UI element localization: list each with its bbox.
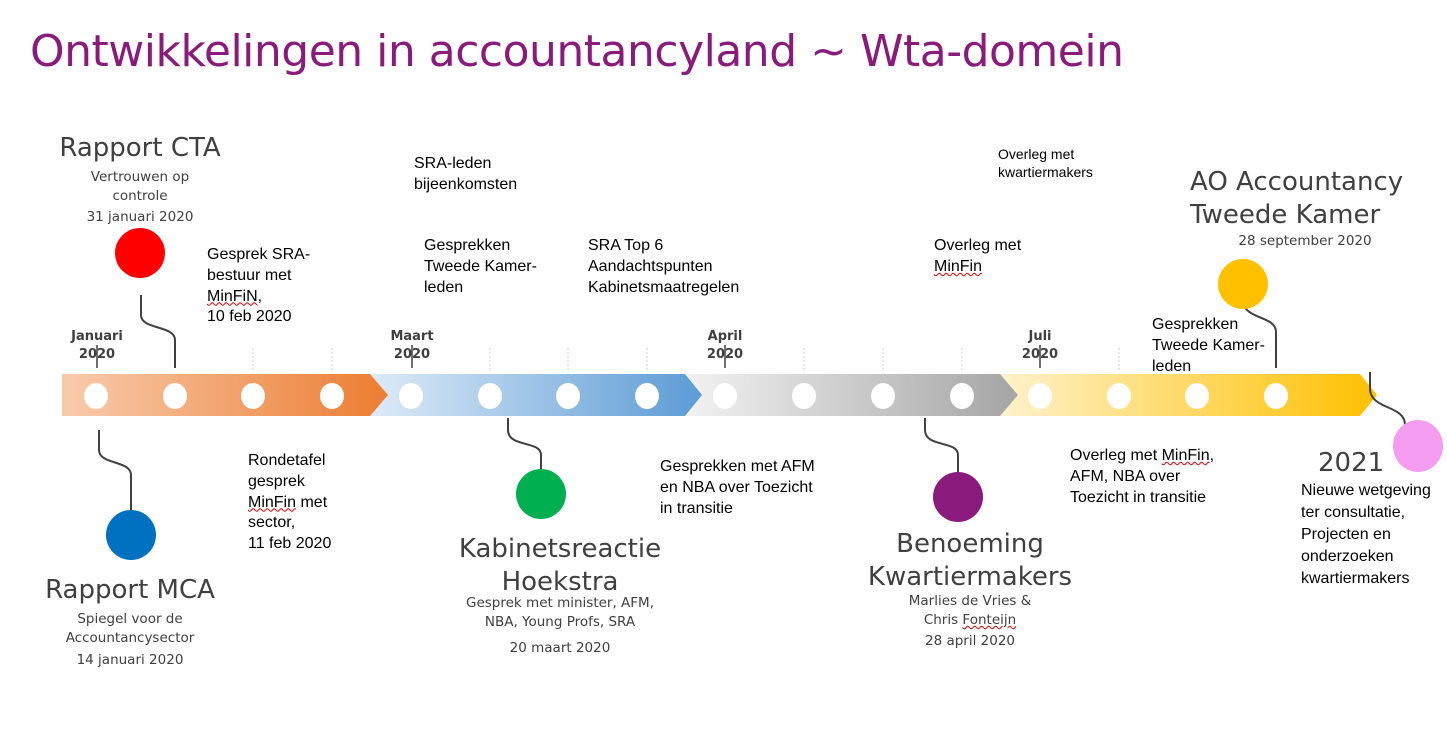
timeline-dots xyxy=(84,383,1288,409)
month-label-januari: Januari 2020 xyxy=(71,329,123,362)
milestone-cta-title: Rapport CTA xyxy=(59,133,221,163)
event-tk-leden-2: Gesprekken Tweede Kamer- leden xyxy=(1152,316,1265,375)
milestone-mca-title: Rapport MCA xyxy=(45,575,215,605)
yellow-milestone-circle xyxy=(1218,259,1268,309)
segment-blue xyxy=(370,374,702,416)
purple-milestone-circle xyxy=(933,472,983,522)
milestone-cta-subtitle: Vertrouwen op controle xyxy=(90,169,190,204)
event-sra-leden: SRA-leden bijeenkomsten xyxy=(414,155,518,193)
pink-milestone-circle xyxy=(1393,420,1443,472)
milestone-cta-date: 31 januari 2020 xyxy=(86,209,194,225)
milestone-kwartiermakers-subtitle: Marlies de Vries &Chris Fonteijn xyxy=(908,593,1032,628)
green-milestone-circle xyxy=(516,469,566,519)
milestone-kwartiermakers-date: 28 april 2020 xyxy=(924,633,1015,649)
red-milestone-circle xyxy=(115,228,165,278)
slide-title: Ontwikkelingen in accountancyland ~ Wta-… xyxy=(30,26,1124,77)
month-ticks xyxy=(96,345,1041,368)
milestone-2021-text: Nieuwe wetgeving ter consultatie, Projec… xyxy=(1301,482,1431,588)
milestone-mca-date: 14 januari 2020 xyxy=(76,652,184,668)
event-tk-leden: Gesprekken Tweede Kamer- leden xyxy=(424,237,537,296)
milestone-hoekstra-date: 20 maart 2020 xyxy=(509,640,611,656)
milestone-hoekstra-subtitle: Gesprek met minister, AFM, NBA, Young Pr… xyxy=(466,595,654,630)
milestone-mca-subtitle: Spiegel voor de Accountancysector xyxy=(65,611,195,646)
segment-orange xyxy=(62,374,388,416)
month-label-april: April 2020 xyxy=(706,329,744,362)
milestone-ao-date: 28 september 2020 xyxy=(1238,233,1372,249)
month-label-maart: Maart 2020 xyxy=(390,329,434,362)
segment-gray xyxy=(685,374,1018,416)
milestone-2021-title: 2021 xyxy=(1318,448,1385,478)
event-toezicht-transitie: Overleg met MinFin, AFM, NBA over Toezic… xyxy=(1070,447,1215,506)
event-afm-nba: Gesprekken met AFM en NBA over Toezicht … xyxy=(660,458,815,517)
event-overleg-kwartiermakers: Overleg met kwartiermakers xyxy=(998,146,1093,181)
blue-milestone-circle xyxy=(106,510,156,560)
milestone-kwartiermakers-title: Benoeming Kwartiermakers xyxy=(867,529,1073,592)
event-sra-top6: SRA Top 6 Aandachtspunten Kabinetsmaatre… xyxy=(588,237,740,296)
month-label-juli: Juli 2020 xyxy=(1021,329,1059,362)
milestone-hoekstra-title: Kabinetsreactie Hoekstra xyxy=(458,534,662,597)
milestone-ao-title: AO Accountancy Tweede Kamer xyxy=(1190,167,1404,230)
